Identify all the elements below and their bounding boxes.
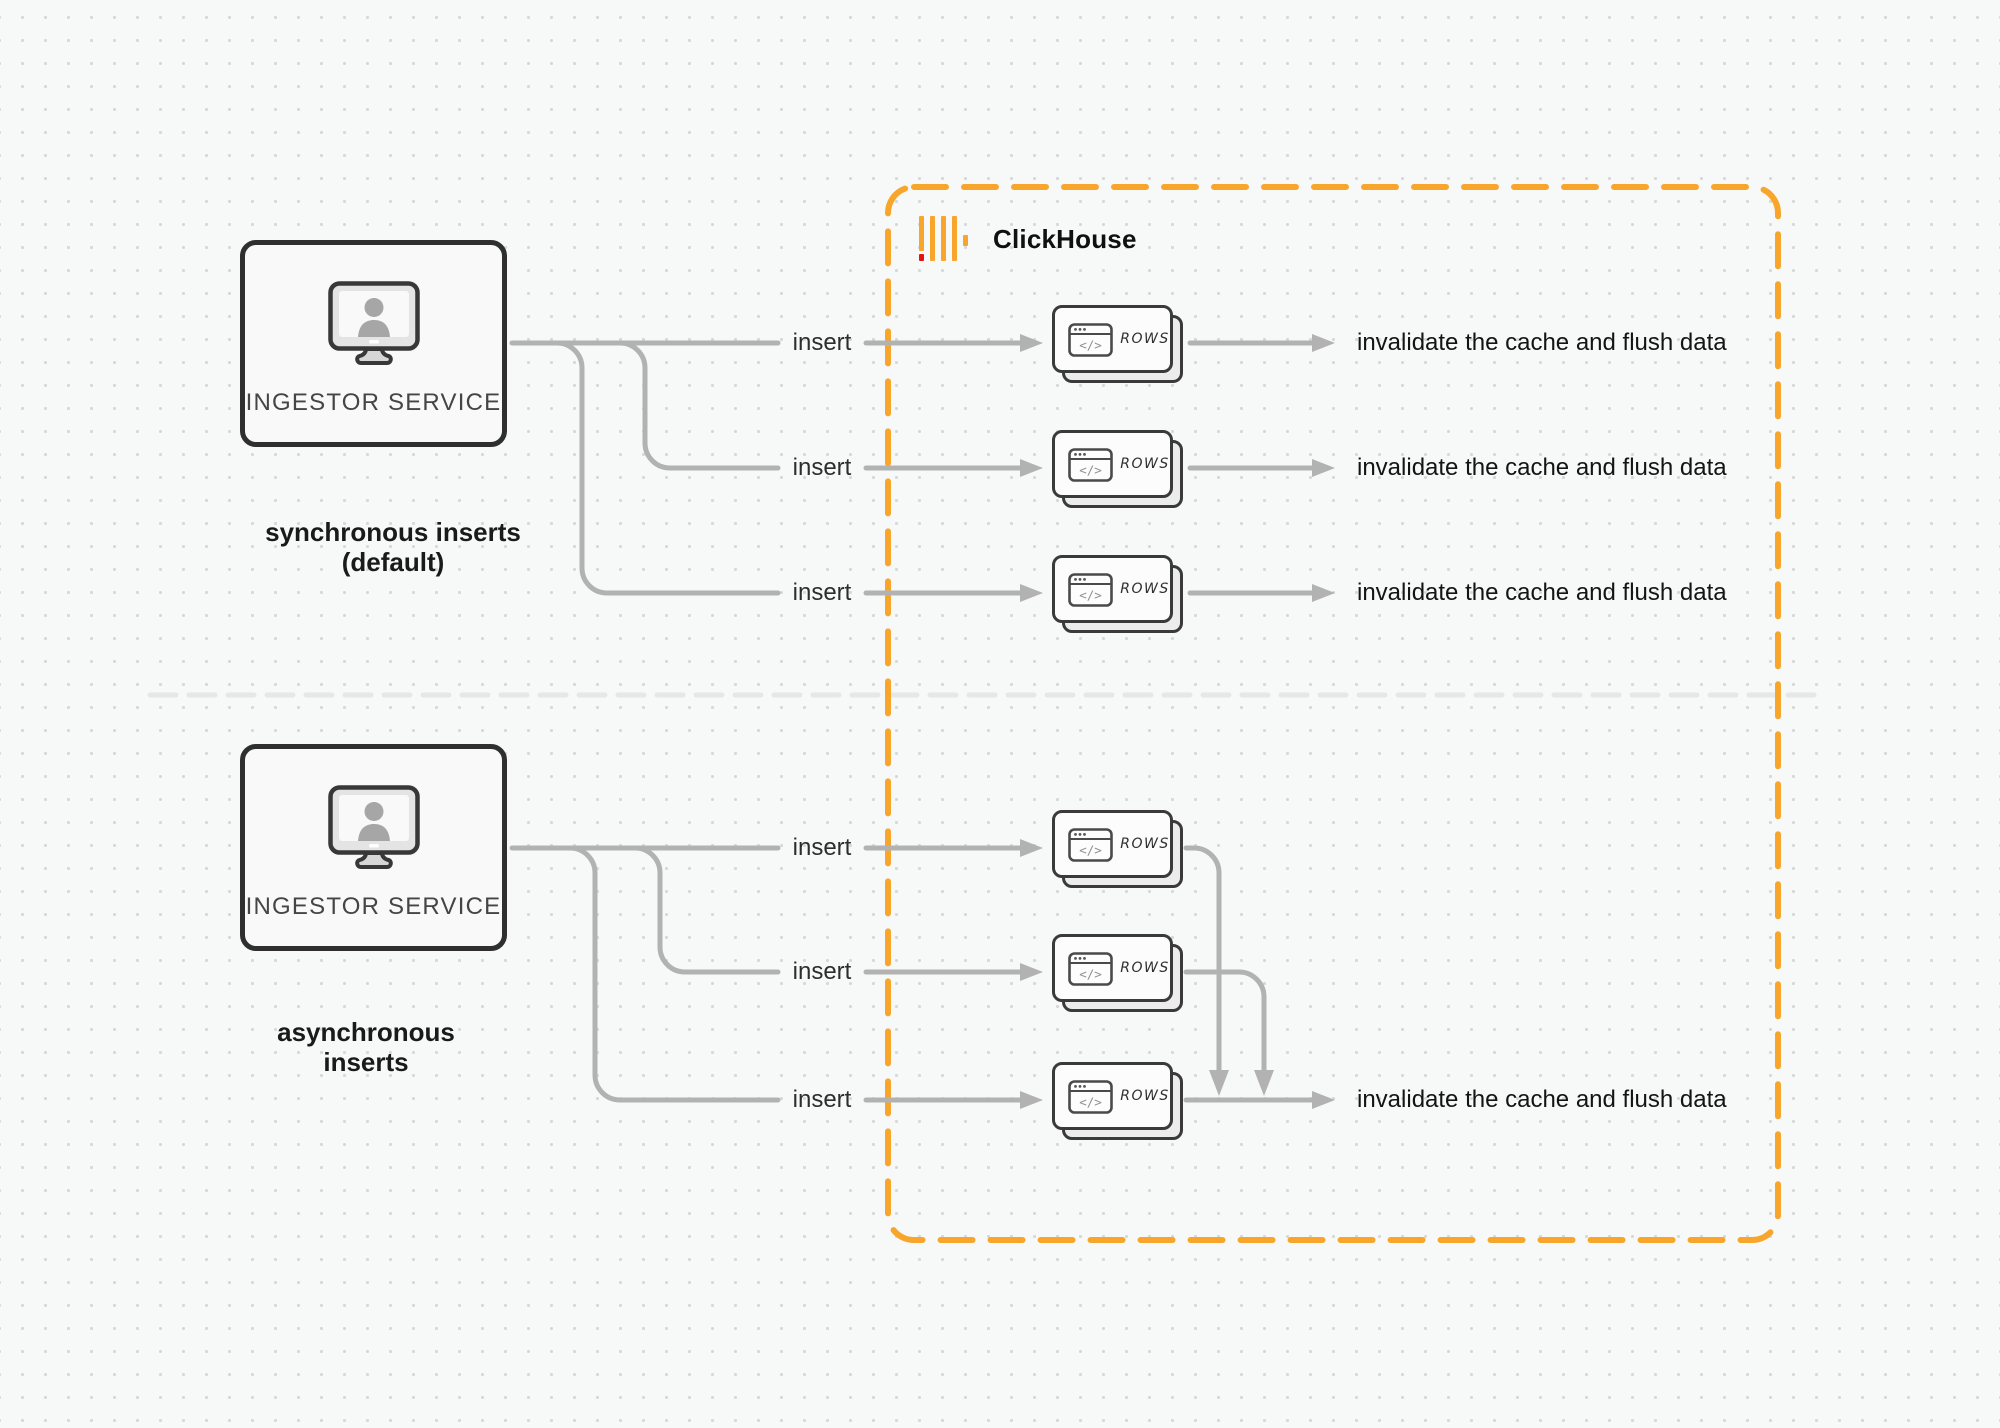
insert-label: insert: [792, 454, 852, 481]
clickhouse-logo-text: ClickHouse: [993, 223, 1137, 254]
card-front: </> ROWS: [1052, 934, 1173, 1002]
ingestor-service-box-async: INGESTOR SERVICE: [240, 744, 507, 951]
code-window-icon: </>: [1068, 448, 1113, 482]
result-label: invalidate the cache and flush data: [1357, 1086, 1727, 1113]
sync-arrowheads: [1020, 334, 1335, 602]
code-window-icon: </>: [1068, 573, 1113, 607]
rows-card-label: ROWS: [1120, 331, 1170, 347]
rows-table-card: </> ROWS: [1052, 430, 1183, 508]
rows-card-label: ROWS: [1120, 456, 1170, 472]
code-window-icon: </>: [1068, 952, 1113, 986]
card-front: </> ROWS: [1052, 555, 1173, 623]
svg-text:</>: </>: [1079, 588, 1102, 603]
card-front: </> ROWS: [1052, 810, 1173, 878]
ingestor-service-label: INGESTOR SERVICE: [245, 389, 502, 416]
rows-card-label: ROWS: [1120, 836, 1170, 852]
insert-label: insert: [792, 329, 852, 356]
svg-text:</>: </>: [1079, 1095, 1102, 1110]
svg-text:</>: </>: [1079, 967, 1102, 982]
insert-label: insert: [792, 579, 852, 606]
monitor-user-icon: [327, 785, 420, 869]
clickhouse-logo-icon: [919, 216, 968, 261]
rows-table-card: </> ROWS: [1052, 1062, 1183, 1140]
code-window-icon: </>: [1068, 1080, 1113, 1114]
result-label: invalidate the cache and flush data: [1357, 329, 1727, 356]
rows-table-card: </> ROWS: [1052, 305, 1183, 383]
card-front: </> ROWS: [1052, 305, 1173, 373]
result-label: invalidate the cache and flush data: [1357, 454, 1727, 481]
rows-table-card: </> ROWS: [1052, 810, 1183, 888]
async-arrowheads: [1020, 839, 1335, 1109]
card-front: </> ROWS: [1052, 430, 1173, 498]
async-connectors: [509, 845, 1315, 1103]
ingestor-service-box-sync: INGESTOR SERVICE: [240, 240, 507, 447]
svg-text:</>: </>: [1079, 463, 1102, 478]
code-window-icon: </>: [1068, 828, 1113, 862]
async-section-caption: asynchronous inserts: [277, 1017, 455, 1077]
rows-table-card: </> ROWS: [1052, 934, 1183, 1012]
insert-label: insert: [792, 1086, 852, 1113]
sync-connectors: [509, 340, 1315, 596]
clickhouse-logo: ClickHouse: [919, 216, 1137, 262]
sync-section-caption: synchronous inserts (default): [265, 517, 521, 577]
rows-card-label: ROWS: [1120, 960, 1170, 976]
insert-label: insert: [792, 958, 852, 985]
result-label: invalidate the cache and flush data: [1357, 579, 1727, 606]
code-window-icon: </>: [1068, 323, 1113, 357]
clickhouse-boundary-box: [885, 184, 1781, 1243]
svg-text:</>: </>: [1079, 843, 1102, 858]
ingestor-service-label: INGESTOR SERVICE: [245, 893, 502, 920]
card-front: </> ROWS: [1052, 1062, 1173, 1130]
rows-card-label: ROWS: [1120, 1088, 1170, 1104]
insert-label: insert: [792, 834, 852, 861]
rows-card-label: ROWS: [1120, 581, 1170, 597]
rows-table-card: </> ROWS: [1052, 555, 1183, 633]
svg-text:</>: </>: [1079, 338, 1102, 353]
monitor-user-icon: [327, 281, 420, 365]
